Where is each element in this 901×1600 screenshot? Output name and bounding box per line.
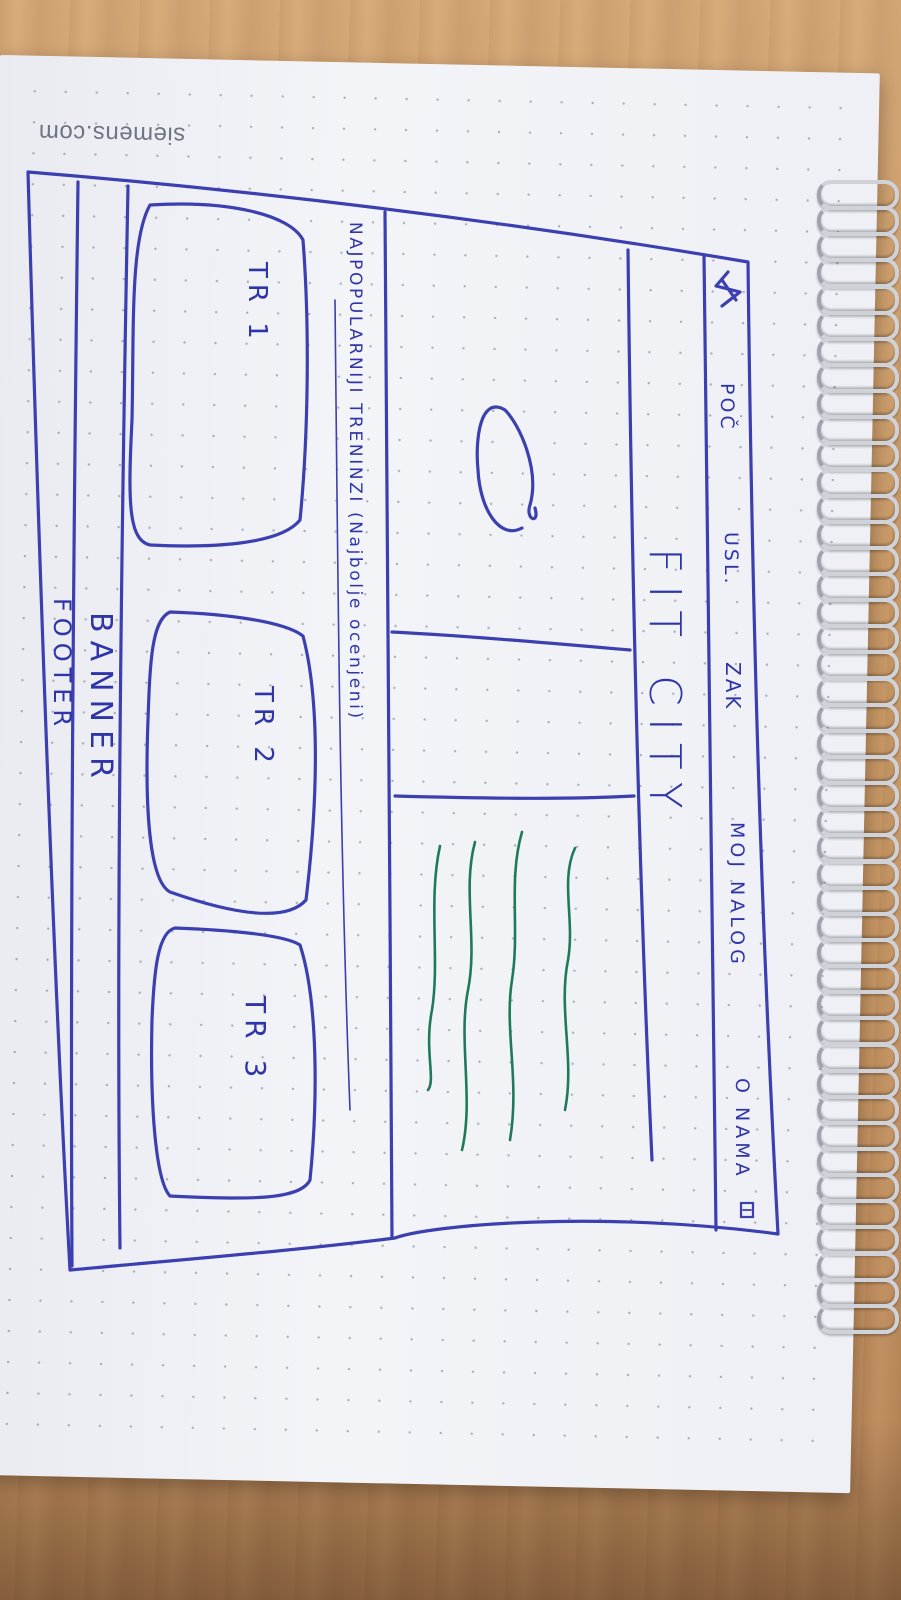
image-box-bottom [393,794,636,800]
footer-line-1 [69,180,80,1268]
card-tr1[interactable] [128,202,309,548]
spiral-ring [817,1303,899,1334]
card-tr3[interactable] [149,926,317,1200]
nav-divider [702,253,718,1232]
heading-underline [334,299,351,1111]
footer-line-2 [117,184,130,1250]
hero-inner-line [626,248,654,1162]
card-tr2[interactable] [145,610,317,915]
lock-icon[interactable] [739,1201,755,1219]
logo-icon[interactable] [714,270,742,308]
hero-divider [383,210,394,1240]
hero-image-placeholder [475,405,538,533]
hero-body-text [426,830,577,1152]
spiral-binding [817,180,899,1334]
outer-frame [26,170,780,1272]
image-box-top [390,630,632,652]
